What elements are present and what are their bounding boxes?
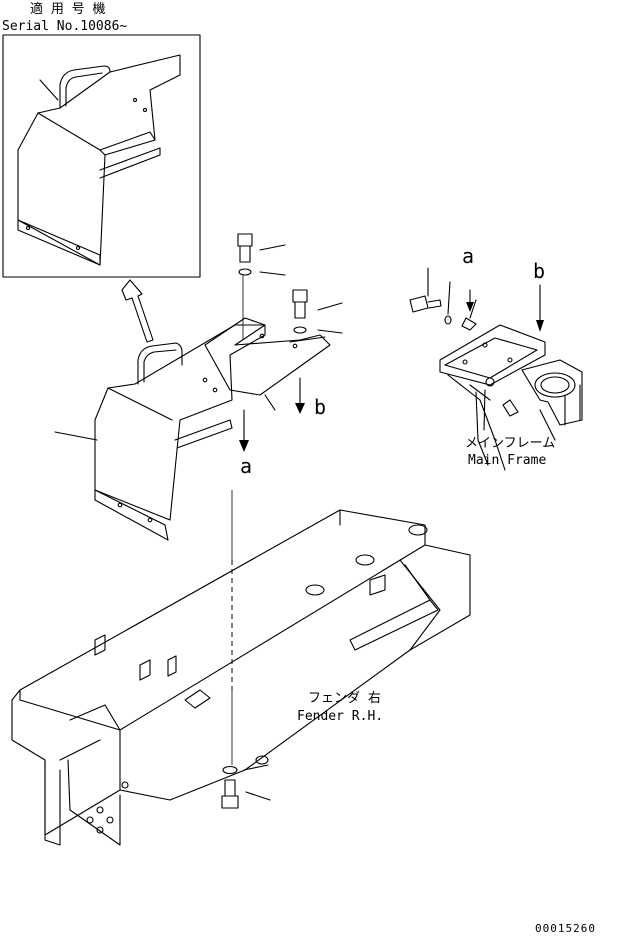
fender-label-jp: フェンダ 右 [308, 691, 381, 706]
bracket-plate [204, 317, 331, 411]
inset-reference-arrow [121, 279, 154, 343]
callout-a-main: a [240, 454, 252, 478]
fender-label-en: Fender R.H. [297, 709, 383, 724]
fender-assembly [54, 324, 266, 541]
arrow-a-main [239, 409, 249, 452]
main-frame-label-jp: メインフレーム [465, 436, 555, 451]
callout-b-detail: b [533, 259, 545, 283]
main-frame-detail [409, 267, 583, 471]
bolt-upper-2 [292, 289, 343, 319]
callout-b-main: b [314, 395, 326, 419]
inset-fender-view [2, 34, 201, 278]
bolt-upper-1 [237, 233, 286, 263]
main-frame-body [11, 509, 471, 846]
callout-a-detail: a [462, 244, 474, 268]
bolt-lower [221, 779, 271, 809]
applicable-serial-label-jp: 適 用 号 機 [30, 1, 105, 17]
serial-number-label: Serial No.10086~ [2, 19, 127, 34]
arrow-b-main [295, 377, 305, 414]
drawing-number: 00015260 [535, 922, 596, 935]
washer-upper-2 [293, 326, 343, 334]
main-frame-label-en: Main Frame [468, 453, 546, 468]
washer-upper-1 [238, 268, 286, 276]
washer-lower [222, 764, 269, 775]
